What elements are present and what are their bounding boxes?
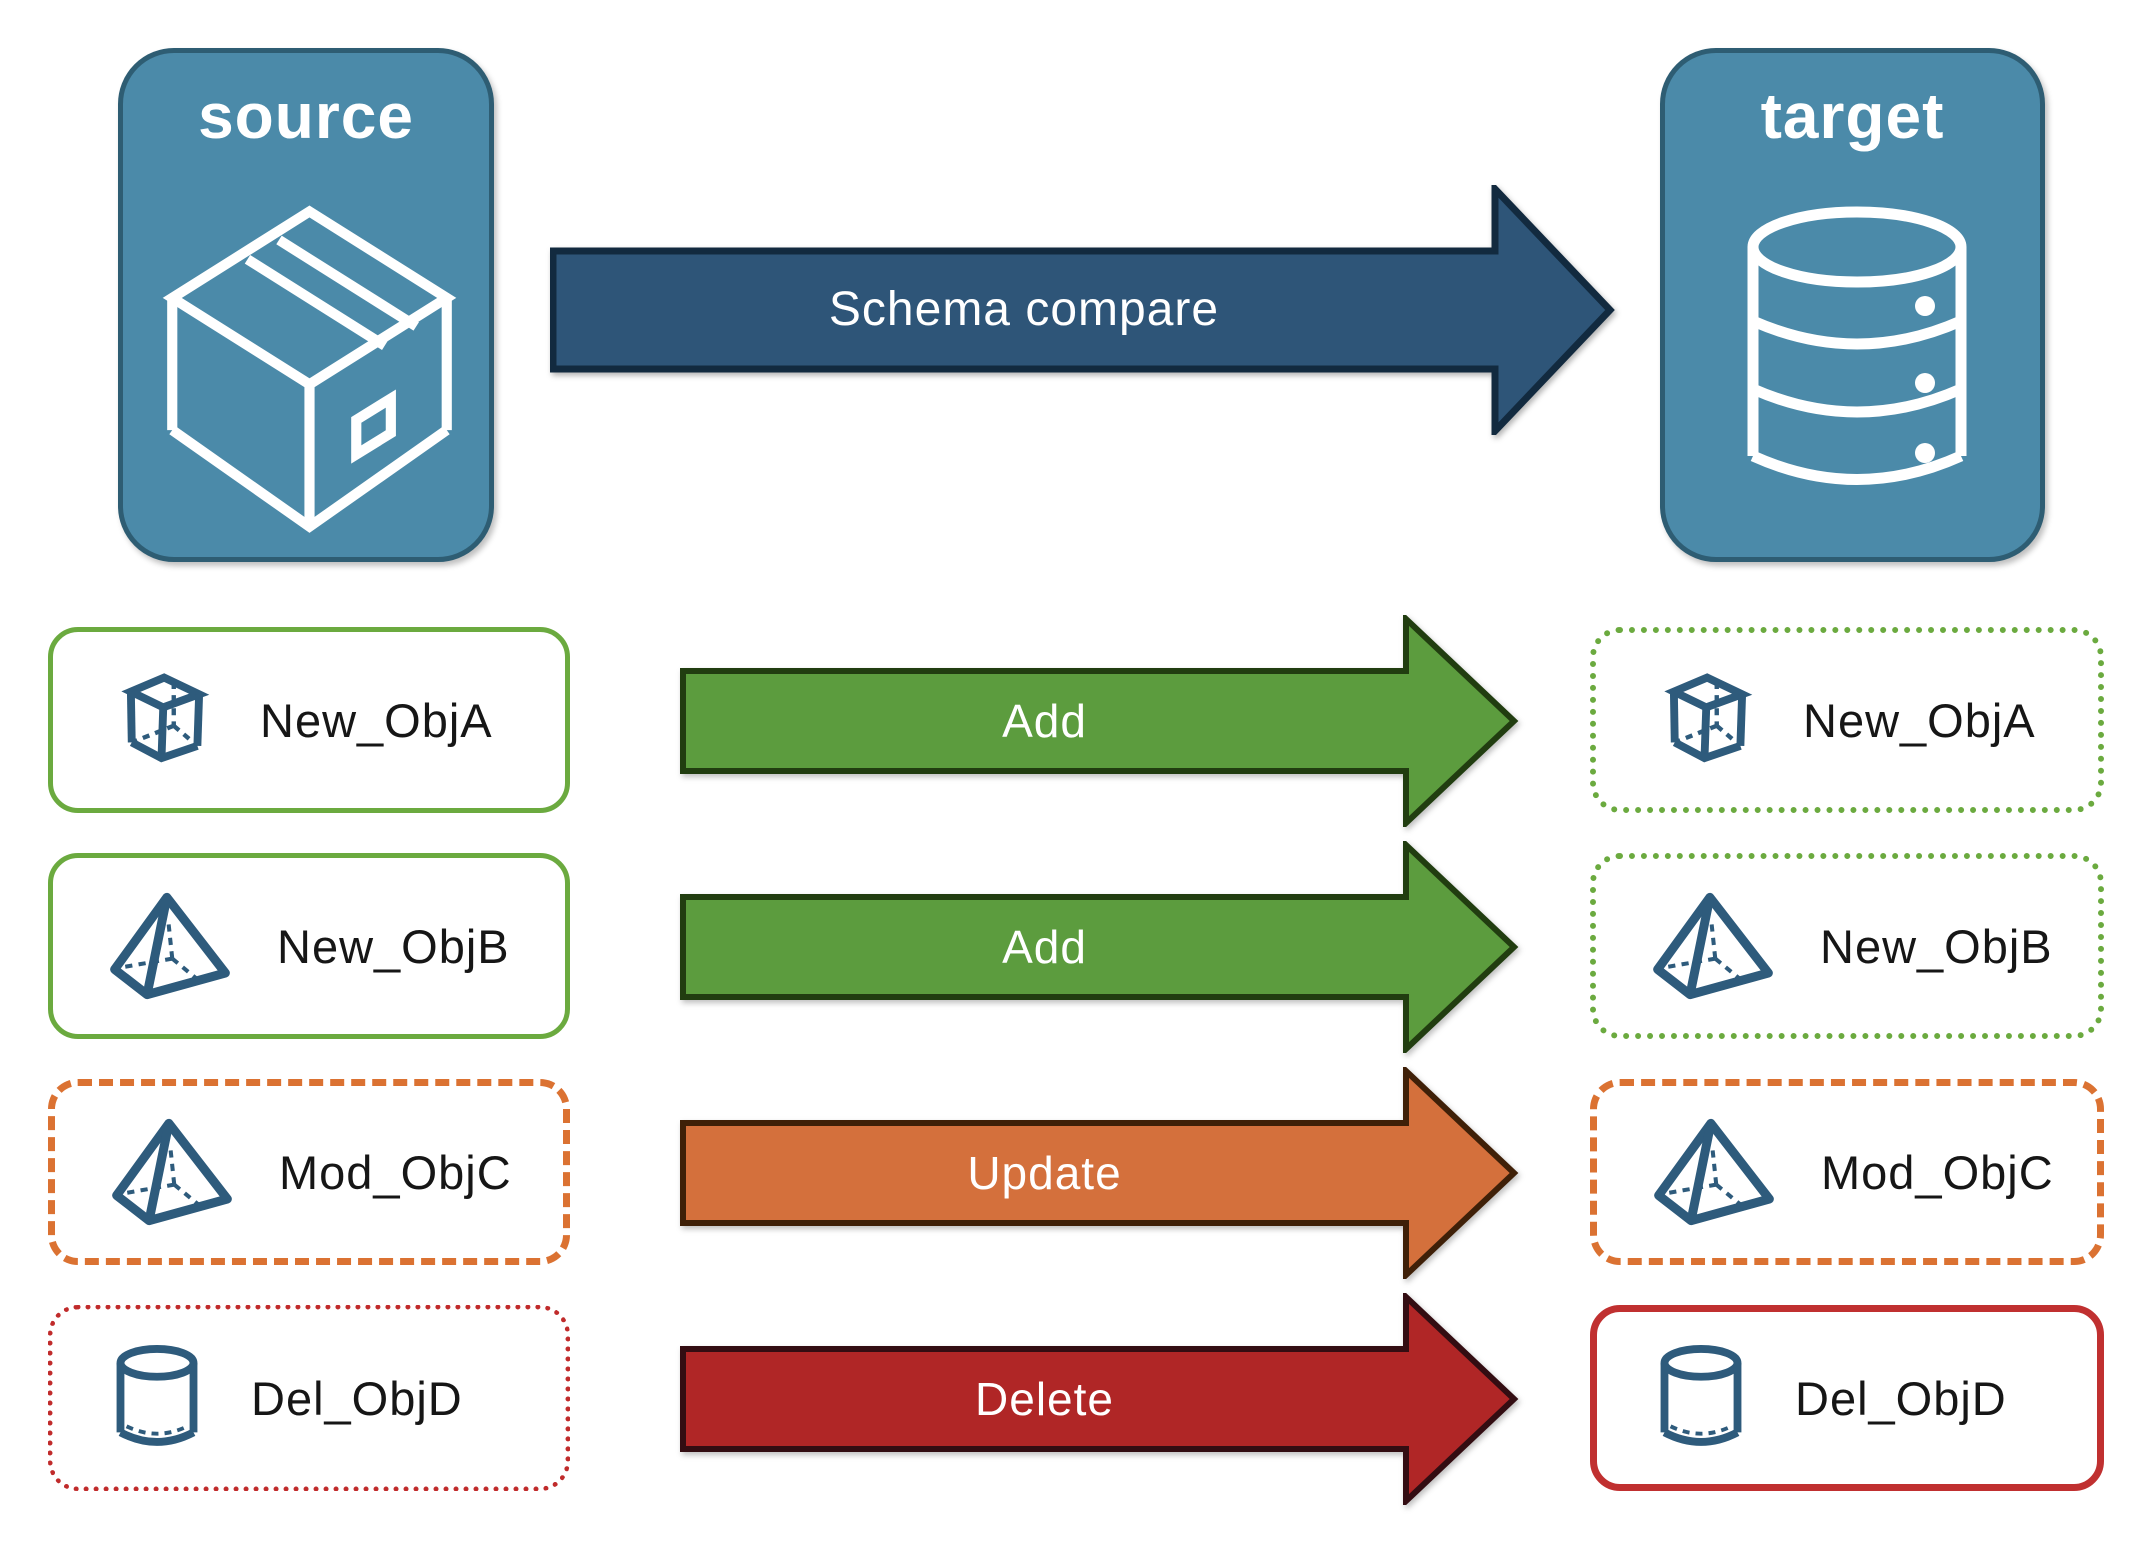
pyramid-icon <box>1653 1118 1775 1226</box>
schema-compare-arrow <box>550 185 1615 435</box>
schema-compare-label: Schema compare <box>828 283 1220 336</box>
add-arrow-label: Add <box>1002 921 1087 973</box>
target-object-card: New_ObjA <box>1590 627 2104 813</box>
object-label: New_ObjA <box>260 693 493 747</box>
pyramid-icon <box>109 892 231 1000</box>
target-object-card: Del_ObjD <box>1590 1305 2104 1491</box>
cube-icon <box>109 668 214 773</box>
target-object-card: New_ObjB <box>1590 853 2104 1039</box>
update-arrow-label: Update <box>967 1147 1122 1199</box>
object-label: Del_ObjD <box>1795 1371 2007 1425</box>
update-arrow <box>680 1067 1519 1279</box>
object-label: Mod_ObjC <box>1821 1145 2054 1199</box>
add-arrow-label: Add <box>1002 695 1087 747</box>
source-object-card: New_ObjB <box>48 853 570 1039</box>
add-arrow <box>680 615 1519 827</box>
source-panel: source <box>118 48 494 562</box>
add-arrow <box>680 841 1519 1053</box>
cylinder-icon <box>1653 1342 1749 1455</box>
target-title: target <box>1760 80 1945 152</box>
source-object-card: Del_ObjD <box>48 1305 570 1491</box>
object-label: Mod_ObjC <box>279 1145 512 1199</box>
database-icon <box>1741 203 1973 508</box>
package-icon <box>157 191 462 537</box>
pyramid-icon <box>1652 892 1774 1000</box>
delete-arrow-label: Delete <box>975 1373 1114 1425</box>
object-label: New_ObjB <box>1820 919 2053 973</box>
cylinder-icon <box>109 1342 205 1455</box>
pyramid-icon <box>111 1118 233 1226</box>
object-label: New_ObjA <box>1803 693 2036 747</box>
target-object-card: Mod_ObjC <box>1590 1079 2104 1265</box>
cube-icon <box>1652 668 1757 773</box>
source-object-card: New_ObjA <box>48 627 570 813</box>
object-label: New_ObjB <box>277 919 510 973</box>
target-panel: target <box>1660 48 2045 562</box>
object-label: Del_ObjD <box>251 1371 463 1425</box>
source-object-card: Mod_ObjC <box>48 1079 570 1265</box>
delete-arrow <box>680 1293 1519 1505</box>
source-title: source <box>198 80 414 152</box>
